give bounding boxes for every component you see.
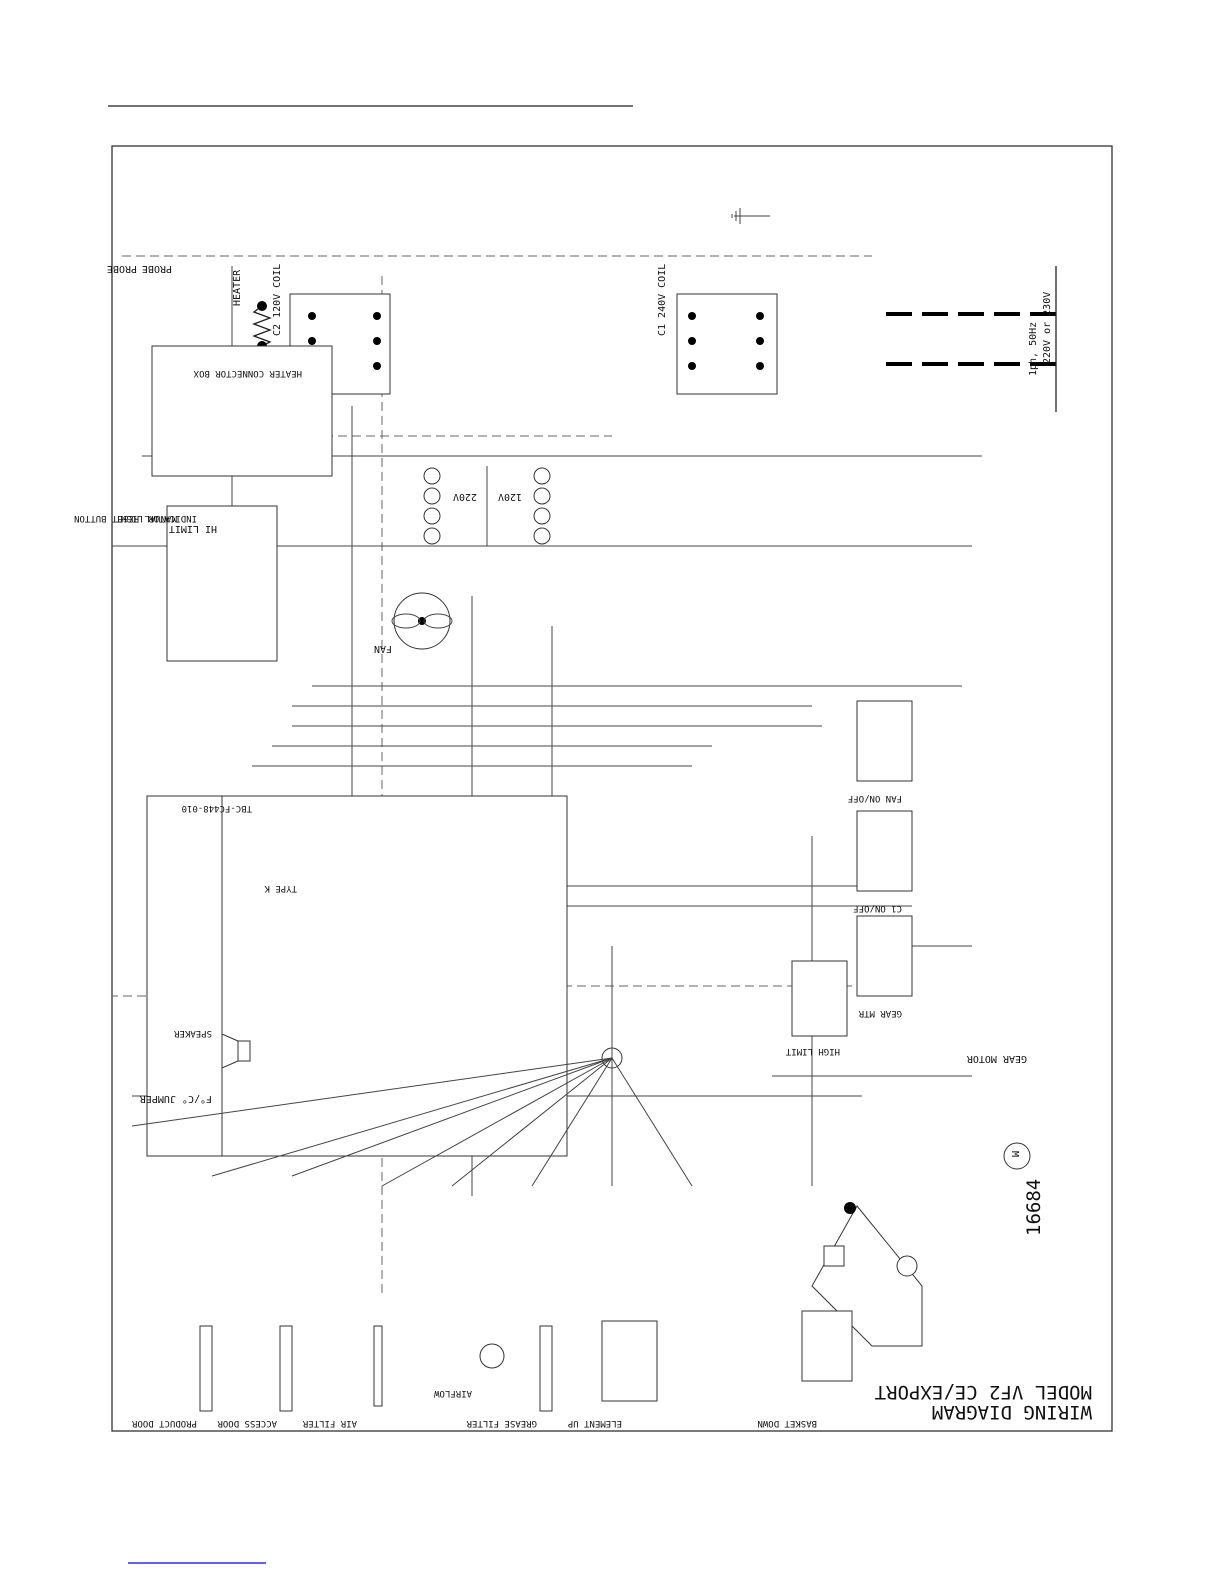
hi-limit-label: HI LIMIT xyxy=(169,523,217,534)
probe-label-1: PROBE xyxy=(142,263,172,274)
switch-air-filter: AIR FILTER xyxy=(302,1325,383,1428)
board-label: TBC-FC448-010 xyxy=(182,803,252,813)
jumper-panel xyxy=(146,795,223,1157)
supply-phase: 1ph, 50Hz xyxy=(1028,322,1039,376)
thermocouple-label: TYPE K xyxy=(264,883,297,893)
relay-hilimit-label: HIGH LIMIT xyxy=(785,1046,840,1056)
fan-motor: FAN xyxy=(374,592,453,654)
manual-reset-label: MANUAL RESET BUTTON xyxy=(74,513,177,523)
svg-text:AIRFLOW: AIRFLOW xyxy=(433,1388,472,1398)
relay-c1-label: C1 ON/OFF xyxy=(853,903,902,913)
title-line-1: WIRING DIAGRAM xyxy=(932,1401,1092,1423)
switch-basket-down: BASKET DOWN xyxy=(757,1310,853,1428)
indicator-light-label: INDICATOR LIGHT xyxy=(115,513,197,523)
switch-access-door: ACCESS DOOR xyxy=(217,1325,293,1428)
heater-element: HEATER xyxy=(232,269,272,351)
svg-text:ELEMENT UP: ELEMENT UP xyxy=(567,1418,622,1428)
c2-coil-label: C2 120V COIL xyxy=(272,264,283,336)
svg-text:AIR FILTER: AIR FILTER xyxy=(302,1418,357,1428)
relay-high-limit: HIGH LIMIT xyxy=(785,960,848,1056)
switch-element-up: ELEMENT UP xyxy=(567,1320,658,1428)
diagram-body: 16684 xyxy=(74,208,1092,1428)
diagram-border xyxy=(111,145,1113,1432)
switch-product-door: PRODUCT DOOR xyxy=(131,1325,213,1428)
svg-text:ACCESS DOOR: ACCESS DOOR xyxy=(217,1418,277,1428)
relay-gear-motor: GEAR MTR xyxy=(856,915,913,1018)
gear-motor-label: GEAR MOTOR xyxy=(966,1053,1027,1064)
switch-airflow: AIRFLOW xyxy=(433,1343,505,1398)
speaker-label: SPEAKER xyxy=(173,1028,212,1038)
switch-grease-filter: GREASE FILTER xyxy=(466,1325,553,1428)
c1-coil-label: C1 240V COIL xyxy=(657,264,668,336)
relay-fan: FAN ON/OFF xyxy=(848,700,913,803)
svg-text:PRODUCT DOOR: PRODUCT DOOR xyxy=(131,1418,197,1428)
heater-connector-box-label: HEATER CONNECTOR BOX xyxy=(193,368,302,378)
ground-symbol xyxy=(731,208,770,224)
fan-label: FAN xyxy=(374,643,392,654)
contactor-c1: C1 240V COIL xyxy=(657,264,778,395)
motor-m-label: M xyxy=(1009,1151,1020,1157)
supply-voltage: 220V or 230V xyxy=(1042,292,1053,364)
hi-limit-module xyxy=(166,505,278,662)
title-line-2: MODEL VF2 CE/EXPORT xyxy=(875,1381,1092,1403)
heater-connector-box xyxy=(151,345,333,477)
relay-gear-label: GEAR MTR xyxy=(858,1008,902,1018)
gear-motor-symbol xyxy=(1003,1142,1031,1170)
svg-text:GREASE FILTER: GREASE FILTER xyxy=(466,1418,537,1428)
speaker: SPEAKER xyxy=(173,1028,251,1069)
heater-label: HEATER xyxy=(232,269,243,306)
relay-fan-label: FAN ON/OFF xyxy=(848,793,902,803)
controller-board xyxy=(221,795,568,1157)
drawing-number: 16684 xyxy=(1023,1179,1045,1236)
transformer-220v: 220V xyxy=(453,491,477,502)
jumper-label: F°/C° JUMPER xyxy=(139,1093,212,1104)
probe-label-2: PROBE xyxy=(107,263,137,274)
transformer-120v: 120V xyxy=(498,491,522,502)
harness-wires xyxy=(131,946,693,1187)
svg-text:BASKET DOWN: BASKET DOWN xyxy=(757,1418,817,1428)
control-transformer xyxy=(423,466,551,546)
relay-c1: C1 ON/OFF xyxy=(853,810,913,913)
